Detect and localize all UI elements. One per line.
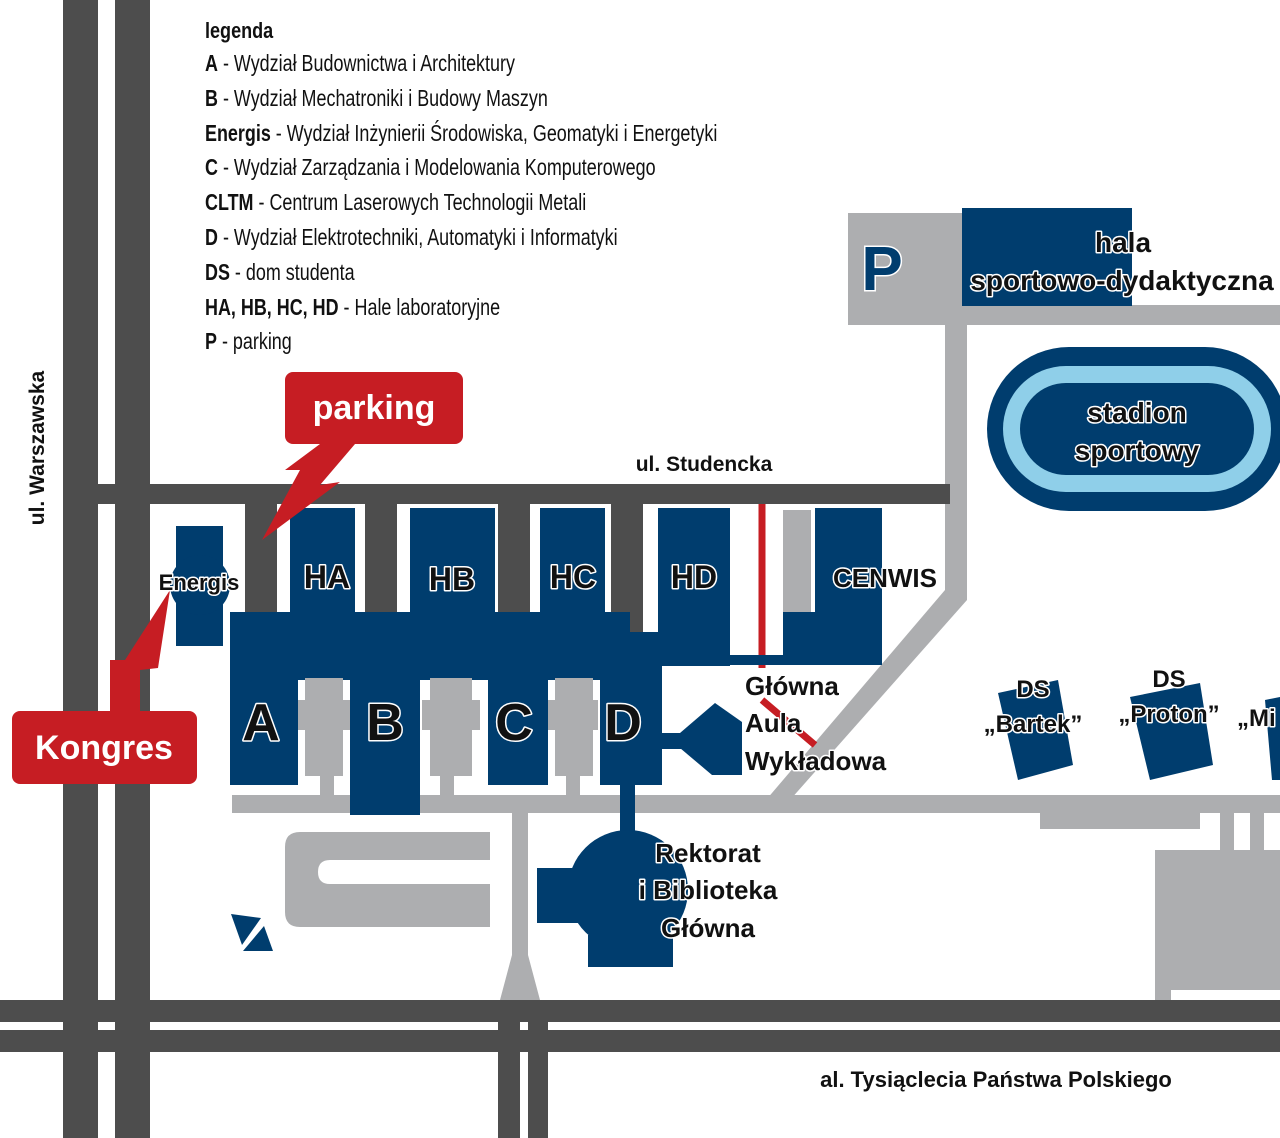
label-stadion-1: stadion bbox=[1087, 397, 1187, 428]
legend-key: CLTM bbox=[205, 189, 254, 216]
building-cenwis bbox=[783, 508, 882, 665]
legend-text: dom studenta bbox=[245, 258, 355, 285]
legend-separator: - bbox=[217, 154, 234, 181]
callout-kongres-arrow bbox=[110, 590, 170, 711]
road-warszawska-west bbox=[63, 0, 98, 1138]
street-tysiaclecia: al. Tysiąclecia Państwa Polskiego bbox=[820, 1067, 1172, 1092]
label-aula-1: Główna bbox=[745, 671, 839, 701]
legend-separator: - bbox=[338, 293, 355, 320]
legend-separator: - bbox=[216, 328, 233, 355]
legend-key: HA, HB, HC, HD bbox=[205, 293, 339, 320]
legend-item: DS - dom studenta bbox=[205, 255, 717, 290]
legend-key: Energis bbox=[205, 119, 271, 146]
legend: legenda A - Wydział Budownictwa i Archit… bbox=[205, 16, 862, 359]
legend-item: D - Wydział Elektrotechniki, Automatyki … bbox=[205, 220, 717, 255]
legend-key: DS bbox=[205, 258, 230, 285]
building-hd bbox=[658, 508, 730, 666]
callout-kongres-label: Kongres bbox=[35, 729, 173, 767]
building-d bbox=[600, 632, 662, 785]
road-warszawska-east bbox=[115, 0, 150, 1138]
road-studencka bbox=[98, 484, 950, 504]
building-b bbox=[350, 680, 420, 815]
building-hala bbox=[962, 208, 1132, 306]
legend-text: parking bbox=[232, 328, 292, 355]
callout-parking-box bbox=[285, 372, 463, 444]
legend-key: C bbox=[205, 154, 218, 181]
street-studencka: ul. Studencka bbox=[636, 453, 773, 476]
label-ds-mi: „Mi bbox=[1237, 705, 1276, 732]
label-d: D bbox=[604, 694, 642, 752]
label-cenwis: CENWIS bbox=[833, 563, 937, 593]
legend-separator: - bbox=[217, 223, 234, 250]
legend-item: A - Wydział Budownictwa i Architektury bbox=[205, 46, 717, 81]
label-hala-1: hala bbox=[1095, 227, 1151, 258]
label-rektorat-2: i Biblioteka bbox=[639, 875, 778, 905]
building-a bbox=[230, 680, 298, 785]
label-hd: HD bbox=[671, 559, 717, 595]
label-aula-3: Wykładowa bbox=[745, 746, 887, 776]
label-ha: HA bbox=[304, 559, 350, 595]
label-hb: HB bbox=[429, 561, 475, 597]
legend-item: CLTM - Centrum Laserowych Technologii Me… bbox=[205, 185, 717, 220]
legend-item: P - parking bbox=[205, 324, 717, 359]
legend-separator: - bbox=[253, 189, 270, 216]
legend-item: HA, HB, HC, HD - Hale laboratoryjne bbox=[205, 290, 717, 325]
building-ha bbox=[290, 508, 355, 633]
label-a: A bbox=[242, 694, 280, 752]
label-ds-proton-1: DS bbox=[1152, 666, 1185, 693]
logo-shape-1 bbox=[231, 914, 261, 945]
legend-item: B - Wydział Mechatroniki i Budowy Maszyn bbox=[205, 81, 717, 116]
label-c: C bbox=[495, 694, 533, 752]
callout-parking-label: parking bbox=[313, 389, 436, 427]
label-aula-2: Aula bbox=[745, 708, 802, 738]
building-ds-mi bbox=[1265, 697, 1280, 780]
label-energis: Energis bbox=[159, 570, 240, 595]
legend-text: Wydział Zarządzania i Modelowania Komput… bbox=[233, 154, 656, 181]
label-hala-2: sportowo-dydaktyczna bbox=[970, 265, 1274, 296]
legend-key: P bbox=[205, 328, 217, 355]
legend-item: C - Wydział Zarządzania i Modelowania Ko… bbox=[205, 150, 717, 185]
logo-shape-2 bbox=[243, 926, 273, 951]
road-tysiaclecia-south bbox=[0, 1030, 1280, 1052]
legend-key: D bbox=[205, 223, 218, 250]
legend-text: Wydział Elektrotechniki, Automatyki i In… bbox=[233, 223, 618, 250]
legend-item: Energis - Wydział Inżynierii Środowiska,… bbox=[205, 116, 717, 151]
building-hc bbox=[540, 508, 605, 633]
legend-text: Wydział Budownictwa i Architektury bbox=[233, 50, 515, 76]
label-stadion-2: sportowy bbox=[1075, 435, 1200, 466]
legend-separator: - bbox=[270, 119, 287, 146]
legend-key: B bbox=[205, 84, 218, 111]
legend-text: Centrum Laserowych Technologii Metali bbox=[269, 189, 587, 216]
legend-key: A bbox=[205, 50, 218, 76]
legend-text: Wydział Inżynierii Środowiska, Geomatyki… bbox=[286, 119, 718, 146]
label-hc: HC bbox=[550, 559, 596, 595]
stadion bbox=[987, 347, 1280, 511]
building-ds-proton bbox=[1130, 683, 1213, 780]
label-rektorat-3: Główna bbox=[661, 913, 755, 943]
label-b: B bbox=[366, 694, 404, 752]
label-ds-bartek-1: DS bbox=[1016, 676, 1049, 703]
label-rektorat-1: Rektorat bbox=[655, 838, 761, 868]
building-hb bbox=[410, 508, 495, 633]
building-c bbox=[488, 680, 548, 785]
legend-separator: - bbox=[217, 84, 234, 111]
callout-kongres-box bbox=[12, 711, 197, 784]
callout-parking-arrow bbox=[262, 444, 355, 540]
label-ds-bartek-2: „Bartek” bbox=[984, 711, 1083, 738]
legend-text: Wydział Mechatroniki i Budowy Maszyn bbox=[233, 84, 548, 111]
parking-sign-icon: P bbox=[861, 235, 902, 304]
legend-text: Hale laboratoryjne bbox=[354, 293, 501, 320]
legend-separator: - bbox=[217, 50, 234, 76]
street-warszawska: ul. Warszawska bbox=[26, 370, 49, 525]
buildings bbox=[170, 208, 1280, 967]
road-tysiaclecia-north bbox=[0, 1000, 1280, 1022]
aula-path bbox=[758, 504, 818, 748]
legend-title: legenda bbox=[205, 18, 274, 43]
building-ds-bartek bbox=[998, 680, 1073, 780]
label-ds-proton-2: „Proton” bbox=[1118, 701, 1219, 728]
legend-separator: - bbox=[229, 258, 246, 285]
